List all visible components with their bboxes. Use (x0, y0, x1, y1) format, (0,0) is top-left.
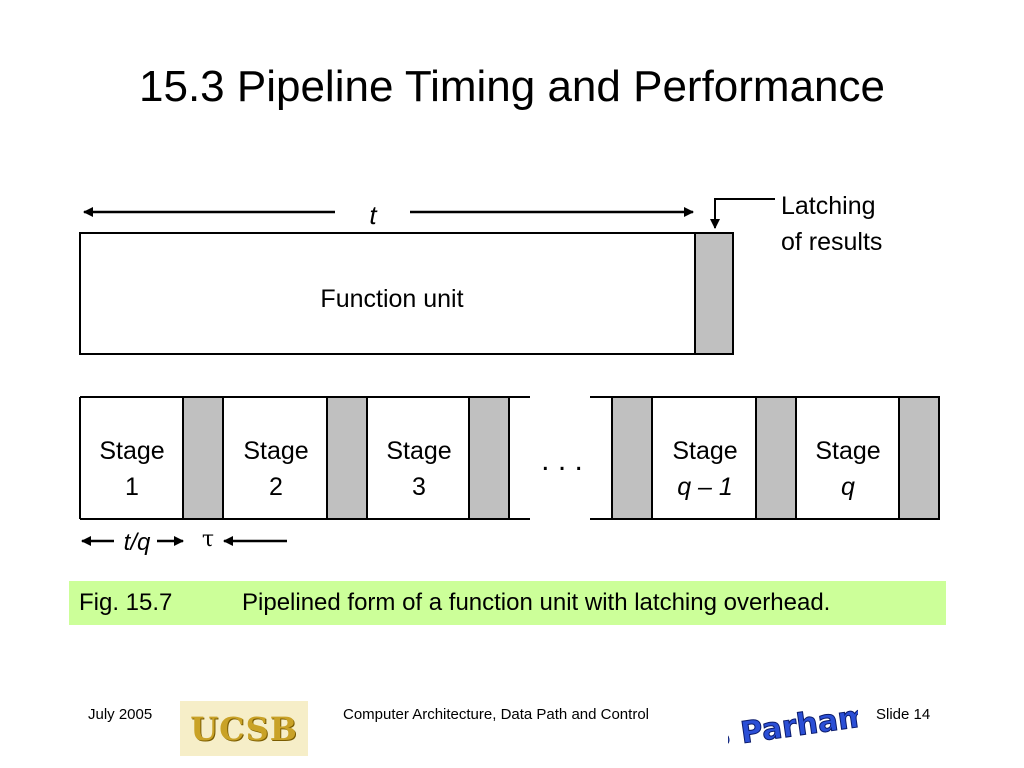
latch-1 (182, 396, 224, 520)
function-unit-latch (694, 232, 734, 355)
tq-label: t/q (124, 529, 151, 556)
stage-2-label: Stage (243, 437, 308, 465)
figure-text: Pipelined form of a function unit with l… (242, 589, 831, 616)
latch-2 (326, 396, 368, 520)
pipeline-diagram: t Latching of results Function unit Stag… (79, 192, 940, 556)
latching-label-1: Latching (781, 192, 876, 220)
signature-text: B Parhami (728, 697, 858, 756)
stage-1-label: Stage (99, 437, 164, 465)
footer-slide-number: Slide 14 (876, 706, 931, 723)
slide-title: 15.3 Pipeline Timing and Performance (139, 62, 885, 111)
latching-label-2: of results (781, 228, 882, 256)
stage-q-number: q (841, 473, 855, 501)
figure-number: Fig. 15.7 (79, 589, 173, 616)
latching-pointer (710, 198, 775, 229)
footer-date: July 2005 (88, 706, 153, 723)
latch-4 (611, 396, 653, 520)
signature-logo: B Parhami (728, 697, 858, 757)
stage-q-minus-1-label: Stage (672, 437, 737, 465)
stage-1-number: 1 (125, 473, 139, 501)
ucsb-logo: UCSB (180, 701, 308, 756)
t-label: t (369, 200, 378, 230)
footer-course: Computer Architecture, Data Path and Con… (343, 706, 649, 723)
stage-q-minus-1-number: q – 1 (677, 473, 733, 501)
ucsb-logo-text: UCSB (190, 709, 298, 748)
stage-3-label: Stage (386, 437, 451, 465)
function-unit-box (79, 232, 696, 355)
latch-3 (468, 396, 510, 520)
stage-3-number: 3 (412, 473, 426, 501)
stage-2-number: 2 (269, 473, 283, 501)
stage-q-label: Stage (815, 437, 880, 465)
figure-caption: Fig. 15.7 Pipelined form of a function u… (69, 581, 946, 625)
latch-5 (755, 396, 797, 520)
function-unit-label: Function unit (320, 285, 463, 313)
ellipsis: . . . (541, 444, 583, 477)
latch-6 (898, 396, 940, 520)
tau-label: τ (202, 527, 214, 552)
